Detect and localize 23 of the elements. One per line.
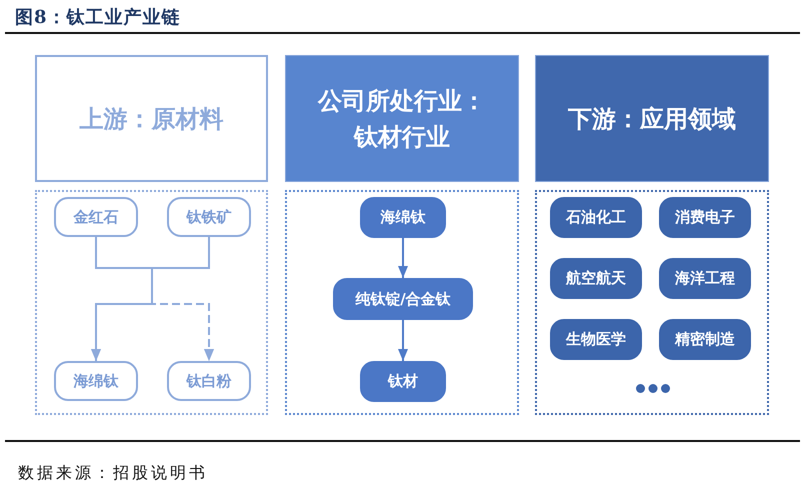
connector-arrow bbox=[398, 238, 408, 278]
dotted-panel bbox=[285, 190, 519, 415]
rounded-box: 石油化工 bbox=[550, 197, 642, 238]
connector-arrow bbox=[398, 320, 408, 361]
dotted-panel bbox=[35, 190, 268, 415]
stage-header: 下游：应用领域 bbox=[535, 55, 769, 182]
rounded-box: 海洋工程 bbox=[659, 258, 751, 299]
rounded-box: 钛铁矿 bbox=[167, 197, 251, 237]
rounded-box: 海绵钛 bbox=[54, 361, 138, 401]
rounded-box: 海绵钛 bbox=[360, 197, 446, 238]
source-note: 数据来源：招股说明书 bbox=[18, 463, 208, 483]
rounded-box: 钛白粉 bbox=[167, 361, 251, 401]
rounded-box: 生物医学 bbox=[550, 319, 642, 360]
dotted-panel bbox=[535, 190, 769, 415]
rounded-box: 金红石 bbox=[54, 197, 138, 237]
stage-header: 上游：原材料 bbox=[35, 55, 268, 182]
rounded-box: 钛材 bbox=[360, 361, 446, 402]
rounded-box: 航空航天 bbox=[550, 258, 642, 299]
figure-title: 图8：钛工业产业链 bbox=[15, 6, 181, 30]
rounded-box: 纯钛锭/合金钛 bbox=[333, 278, 473, 320]
rounded-box: 精密制造 bbox=[659, 319, 751, 360]
rounded-box: 消费电子 bbox=[659, 197, 751, 238]
stage-header: 公司所处行业：钛材行业 bbox=[285, 55, 519, 182]
